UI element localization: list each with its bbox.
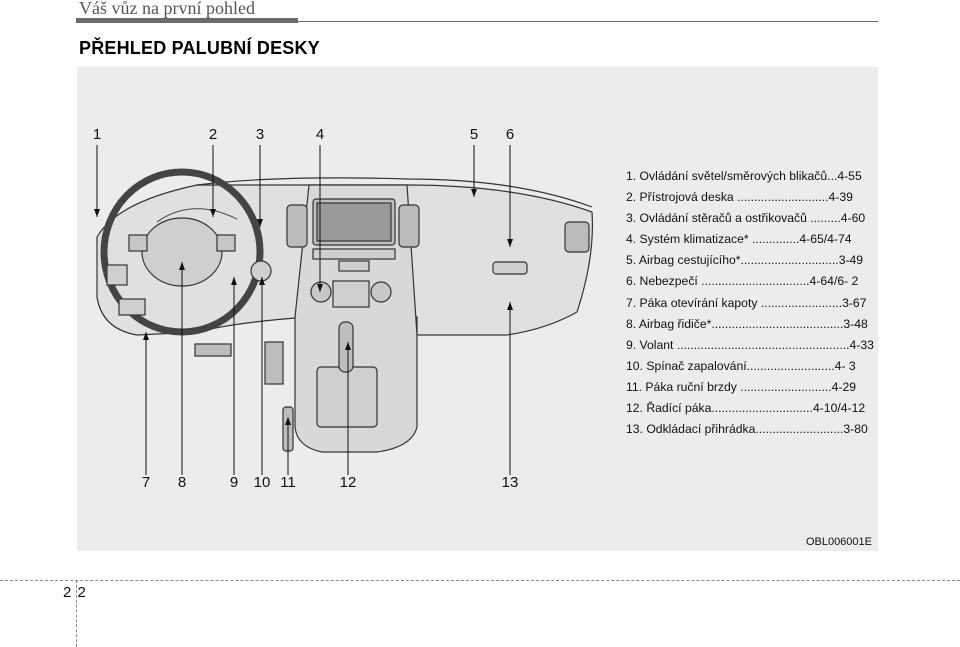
illustration-panel: 1 2 3 4 5 6 7 8 9 10 11 12 13 1. Ovládán… [77, 67, 878, 551]
legend-item: 4. Systém klimatizace* ..............4-6… [626, 232, 852, 247]
legend-item: 3. Ovládání stěračů a ostřikovačů ......… [626, 211, 866, 226]
legend-item: 10. Spínač zapalování...................… [626, 358, 856, 373]
callout-6: 6 [505, 126, 515, 143]
legend-item: 7. Páka otevírání kapoty ...............… [626, 295, 867, 310]
legend-item: 8. Airbag řidiče*.......................… [626, 316, 868, 331]
callout-3: 3 [255, 126, 265, 143]
callout-10: 10 [253, 474, 271, 491]
legend-item: 11. Páka ruční brzdy ...................… [626, 379, 857, 394]
callout-13: 13 [501, 474, 519, 491]
header-rule [298, 21, 878, 22]
callout-2: 2 [208, 126, 218, 143]
callout-8: 8 [177, 474, 187, 491]
legend-item: 9. Volant ..............................… [626, 337, 874, 352]
legend-item: 5. Airbag cestujícího*..................… [626, 253, 864, 268]
running-title: Váš vůz na první pohled [79, 0, 255, 18]
footer-margin-line [76, 580, 77, 647]
callout-5: 5 [469, 126, 479, 143]
callout-11: 11 [280, 474, 296, 491]
callout-9: 9 [229, 474, 239, 491]
callout-7: 7 [141, 474, 151, 491]
footer-rule [0, 580, 960, 581]
legend-item: 1. Ovládání světel/směrových blikačů...4… [626, 169, 862, 183]
section-title: PŘEHLED PALUBNÍ DESKY [79, 38, 320, 58]
page-number: 2 2 [63, 584, 87, 601]
legend-item: 13. Odkládací přihrádka.................… [626, 422, 868, 437]
header-bar [76, 18, 298, 23]
callout-12: 12 [339, 474, 357, 491]
legend-item: 2. Přístrojová deska ...................… [626, 190, 853, 205]
callout-1: 1 [92, 126, 102, 143]
legend-item: 12. Řadící páka.........................… [626, 401, 866, 416]
legend-item: 6. Nebezpečí ...........................… [626, 274, 859, 289]
legend-list: 1. Ovládání světel/směrových blikačů...4… [626, 166, 874, 440]
illustration-code: OBL006001E [805, 536, 872, 548]
dashboard-illustration [94, 145, 593, 475]
callout-4: 4 [315, 126, 325, 143]
